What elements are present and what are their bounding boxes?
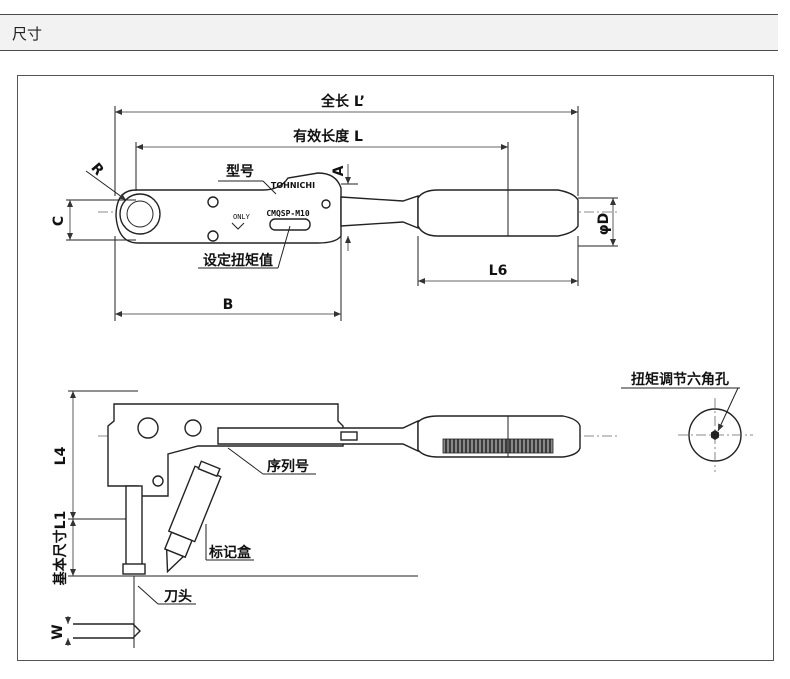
brand-text: TOHNICHI — [271, 181, 315, 190]
hex-hole-icon — [711, 430, 719, 440]
blade-label: 刀头 — [164, 588, 192, 605]
model-label: 型号 — [226, 163, 254, 180]
marker-box-label: 标记盒 — [208, 544, 252, 561]
drive-base — [122, 563, 146, 575]
drawing-frame: TOHNICHI CMQSP-M10 ONLY 全长 L’ 有效长度 L 型号 … — [17, 75, 774, 661]
model-leader-arrow — [262, 180, 277, 195]
set-torque-label: 设定扭矩值 — [203, 252, 273, 269]
side-pin — [184, 419, 202, 437]
adjust-hole-label: 扭矩调节六角孔 — [631, 371, 729, 388]
side-head — [107, 403, 344, 497]
effective-length-label: 有效长度 L — [293, 128, 363, 145]
ratchet-head — [119, 193, 161, 235]
d-label: φD — [596, 213, 612, 236]
only-mark: ONLY — [233, 213, 251, 221]
wrench-shaft — [340, 195, 419, 230]
b-label: B — [223, 297, 234, 313]
grip-texture — [442, 438, 554, 454]
set-torque-window — [269, 218, 311, 231]
serial-leader — [227, 447, 264, 475]
l1-label: 基本尺寸L1 — [52, 511, 69, 586]
l4-label: L4 — [53, 446, 69, 465]
serial-plate — [340, 431, 358, 441]
l6-label: L6 — [489, 263, 508, 279]
end-view: 扭矩调节六角孔 — [621, 371, 753, 472]
side-bolt — [152, 475, 164, 487]
model-code-text: CMQSP-M10 — [266, 209, 310, 218]
screw-1 — [207, 196, 219, 208]
side-view: L4 基本尺寸L1 序列号 标记盒 刀头 W — [50, 390, 618, 648]
radius-leader — [85, 170, 127, 201]
serial-label: 序列号 — [267, 458, 309, 475]
section-title: 尺寸 — [12, 25, 43, 43]
handle-grip — [417, 189, 579, 237]
overall-length-label: 全长 L’ — [320, 93, 365, 110]
drive-post — [125, 485, 143, 567]
blade-bit — [73, 623, 141, 639]
hex-hole-leader — [717, 387, 739, 432]
direction-arrow-icon — [231, 222, 245, 230]
set-torque-leader — [277, 225, 291, 269]
radius-label: R — [87, 160, 106, 179]
side-ratchet — [137, 417, 159, 439]
marker-box — [163, 460, 222, 574]
c-label: C — [51, 216, 67, 226]
screw-2 — [207, 230, 219, 242]
w-label: W — [50, 624, 66, 639]
screw-3 — [321, 199, 331, 209]
section-header: 尺寸 — [0, 14, 778, 51]
dimension-drawing: TOHNICHI CMQSP-M10 ONLY 全长 L’ 有效长度 L 型号 … — [50, 93, 753, 648]
top-view: TOHNICHI CMQSP-M10 ONLY 全长 L’ 有效长度 L 型号 … — [51, 93, 618, 321]
a-label: A — [331, 165, 347, 176]
blade-leader — [137, 585, 159, 605]
drive-hole — [126, 200, 154, 228]
